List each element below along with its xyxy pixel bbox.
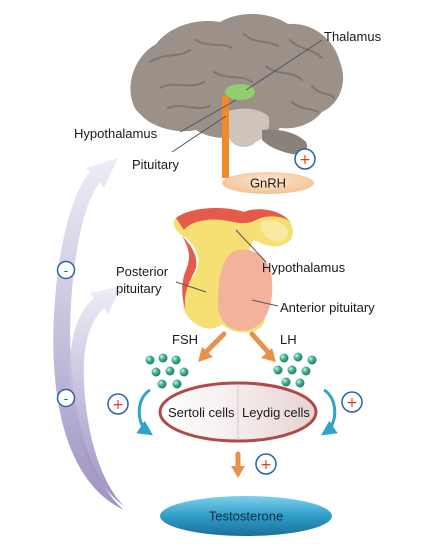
testosterone-arrow — [231, 451, 245, 478]
hormone-dot-icon — [279, 353, 289, 363]
minus-sign: - — [64, 264, 69, 279]
brain-leader-lines — [171, 39, 323, 153]
hormone-dot-icon — [273, 365, 283, 375]
hypothalamus-gland-label: Hypothalamus — [262, 260, 346, 275]
pituitary-brain-label: Pituitary — [132, 157, 179, 172]
fsh-hormone-dots — [145, 353, 189, 389]
brain-illustration-icon — [130, 13, 344, 155]
plus-sign: + — [299, 152, 311, 168]
posterior-pituitary-label: Posterior pituitary — [116, 264, 169, 296]
hormone-dot-icon — [145, 355, 155, 365]
inner-feedback-arrow — [69, 286, 124, 506]
gnrh-label: GnRH — [249, 175, 287, 191]
lh-hormone-dots — [273, 352, 317, 388]
minus-sign: - — [64, 392, 69, 407]
gnrh-pill — [222, 172, 314, 194]
lh-arrow — [249, 331, 276, 362]
plus-sign: + — [260, 457, 272, 473]
leydig-cells-label: Leydig cells — [242, 405, 310, 420]
hormone-dot-icon — [301, 366, 311, 376]
testosterone-label: Testosterone — [208, 508, 284, 524]
testosterone-disc — [160, 496, 332, 536]
left-cycle-arrow — [136, 388, 153, 436]
hormone-dot-icon — [151, 367, 161, 377]
plus-sign: + — [112, 397, 124, 413]
testosterone-plus-circle: + — [255, 453, 277, 475]
fsh-label: FSH — [172, 332, 198, 347]
lh-label: LH — [280, 332, 297, 347]
hormone-dot-icon — [158, 353, 168, 363]
anterior-pituitary-label: Anterior pituitary — [280, 300, 375, 315]
pituitary-stalk — [222, 96, 229, 178]
upper-minus-circle: - — [56, 260, 76, 280]
hormone-dot-icon — [157, 379, 167, 389]
hormone-dot-icon — [179, 367, 189, 377]
outer-feedback-arrow — [53, 158, 124, 510]
hormone-dot-icon — [287, 365, 297, 375]
pituitary-gland-icon — [173, 208, 293, 333]
gnrh-plus-circle: + — [294, 148, 316, 170]
hypothalamus-brain-label: Hypothalamus — [74, 126, 158, 141]
hormone-dot-icon — [293, 352, 303, 362]
hormone-dot-icon — [172, 379, 182, 389]
thalamus-highlight — [225, 84, 255, 100]
plus-sign: + — [346, 395, 358, 411]
thalamus-label: Thalamus — [324, 29, 382, 44]
fsh-arrow — [198, 331, 227, 362]
hormone-dot-icon — [295, 378, 305, 388]
hormone-dot-icon — [171, 355, 181, 365]
sertoli-plus-circle: + — [107, 393, 129, 415]
right-cycle-arrow — [321, 388, 338, 436]
lower-minus-circle: - — [56, 388, 76, 408]
hormone-dot-icon — [281, 377, 291, 387]
leydig-plus-circle: + — [341, 391, 363, 413]
gland-leader-lines — [175, 229, 279, 307]
hormone-dot-icon — [165, 366, 175, 376]
hormone-dot-icon — [307, 355, 317, 365]
sertoli-cells-label: Sertoli cells — [168, 405, 235, 420]
